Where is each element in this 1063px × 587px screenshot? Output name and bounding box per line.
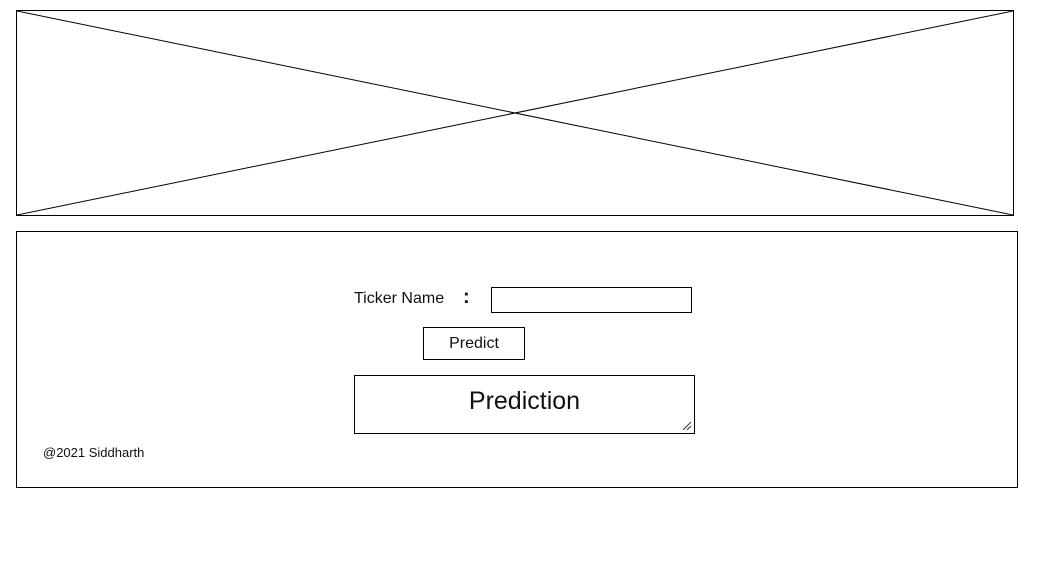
copyright-footer: @2021 Siddharth xyxy=(43,445,145,460)
prediction-output-textarea[interactable]: Prediction xyxy=(354,375,695,434)
label-separator: : xyxy=(463,286,470,308)
image-placeholder-icon xyxy=(17,11,1013,215)
ticker-name-input[interactable] xyxy=(491,287,692,313)
prediction-output-text: Prediction xyxy=(468,387,581,415)
resize-grip-icon[interactable] xyxy=(681,420,691,430)
header-image-placeholder xyxy=(16,10,1014,216)
ticker-name-label: Ticker Name xyxy=(354,290,445,307)
prediction-form-panel: Ticker Name : Predict Prediction @2021 S… xyxy=(16,231,1018,488)
predict-button[interactable]: Predict xyxy=(423,327,525,360)
